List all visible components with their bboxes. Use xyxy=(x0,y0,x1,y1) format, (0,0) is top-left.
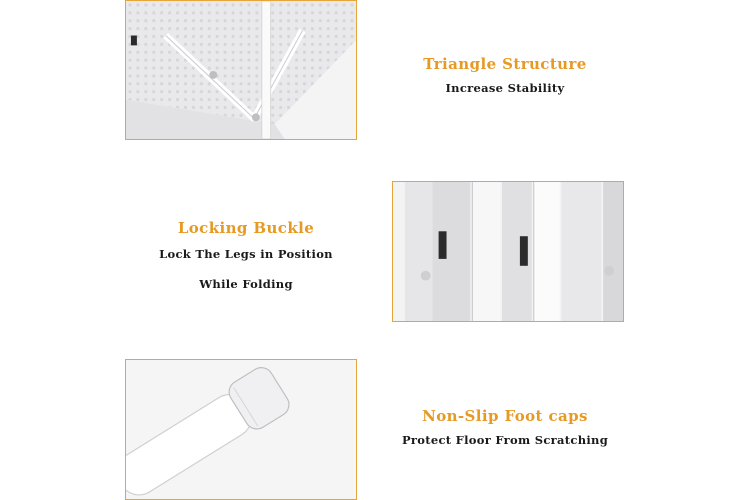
feature-description: Increase Stability xyxy=(445,81,565,95)
table-underside-photo xyxy=(125,0,357,140)
feature-title: Non-Slip Foot caps xyxy=(422,407,588,425)
feature-description: While Folding xyxy=(199,277,293,291)
feature-locking-buckle: Locking Buckle Lock The Legs in Position… xyxy=(146,219,346,299)
feature-title: Triangle Structure xyxy=(423,55,587,73)
folded-legs-photo xyxy=(392,181,624,322)
feature-triangle-structure: Triangle Structure Increase Stability xyxy=(405,55,605,103)
feature-foot-caps: Non-Slip Foot caps Protect Floor From Sc… xyxy=(395,407,615,455)
foot-cap-photo xyxy=(125,359,357,500)
feature-description: Lock The Legs in Position xyxy=(159,247,333,261)
feature-title: Locking Buckle xyxy=(177,219,315,237)
feature-description: Protect Floor From Scratching xyxy=(401,433,609,447)
